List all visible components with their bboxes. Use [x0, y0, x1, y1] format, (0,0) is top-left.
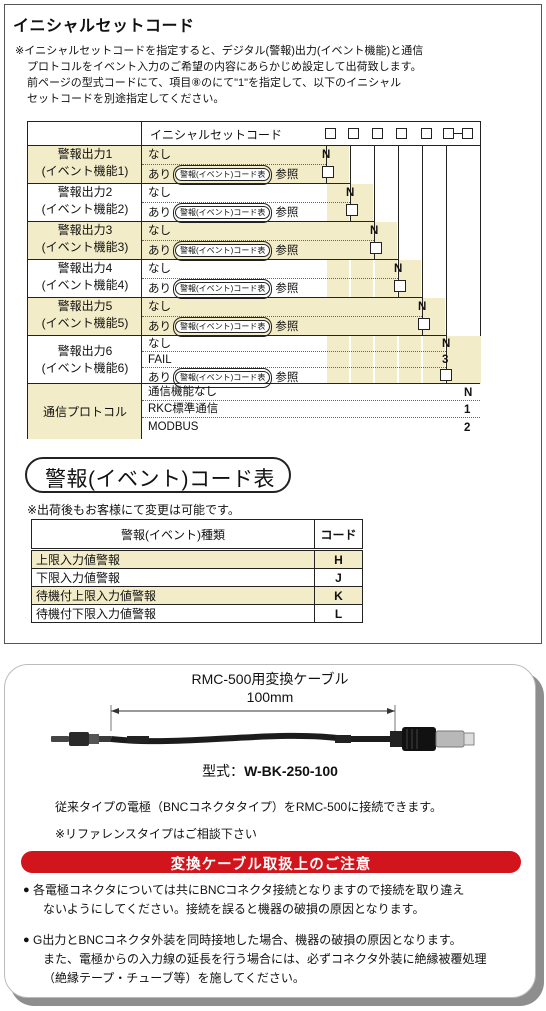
alarm-code-heading: 警報(イベント)コード表: [25, 457, 291, 493]
table-row: 上限入力値警報 H: [31, 548, 363, 569]
code-digit-box: [372, 128, 383, 139]
option-exists: あり警報(イベント)コード表参照: [148, 279, 298, 299]
code-input-box: [370, 242, 382, 254]
row-label-alarm2: 警報出力2(イベント機能2): [41, 185, 129, 216]
row-label-alarm6: 警報出力6(イベント機能6): [41, 344, 129, 375]
alarm-note: ※出荷後もお客様にて変更は可能です。: [27, 503, 240, 517]
code-digit-box: [396, 128, 407, 139]
option-exists: あり警報(イベント)コード表参照: [148, 368, 298, 388]
note-line: ※イニシャルセットコードを指定すると、デジタル(警報)出力(イベント機能)と通信: [15, 45, 424, 57]
option-none: なし: [148, 187, 171, 199]
option-exists: あり警報(イベント)コード表参照: [148, 165, 298, 185]
code-n: N: [394, 263, 403, 275]
option-none: なし: [148, 338, 171, 350]
alarm-table-ref-pill: 警報(イベント)コード表: [175, 320, 271, 333]
code-digit-box: [443, 128, 454, 139]
protocol-option: RKC標準通信: [148, 403, 219, 415]
option-none: なし: [148, 301, 171, 313]
alarm-table-ref-pill: 警報(イベント)コード表: [175, 282, 271, 295]
code-input-box: [440, 369, 452, 381]
bullet-icon: ●: [23, 884, 30, 896]
intro-note: ※イニシャルセットコードを指定すると、デジタル(警報)出力(イベント機能)と通信…: [15, 43, 485, 107]
cable-title: RMC-500用変換ケーブル: [191, 671, 349, 687]
code-digit-box: [348, 128, 359, 139]
row-label-alarm4: 警報出力4(イベント機能4): [41, 261, 129, 292]
model-line: 型式：W-BK-250-100: [5, 761, 535, 781]
alarm-table-ref-pill: 警報(イベント)コード表: [175, 244, 271, 257]
code-n: N: [322, 149, 331, 161]
table-row: 待機付上限入力値警報 K: [31, 586, 363, 605]
alarm-table-ref-pill: 警報(イベント)コード表: [175, 371, 271, 384]
alarm-table-header: 警報(イベント)種類 コード: [31, 519, 363, 550]
code-digit-box: [421, 128, 432, 139]
code-n: N: [418, 301, 427, 313]
code-input-box: [418, 318, 430, 330]
row-label-protocol: 通信プロトコル: [42, 405, 127, 419]
row-label-alarm1: 警報出力1(イベント機能1): [41, 147, 129, 178]
code-column-band: [327, 146, 349, 439]
code-n: N: [442, 338, 451, 350]
document-frame: イニシャルセットコード ※イニシャルセットコードを指定すると、デジタル(警報)出…: [4, 4, 542, 644]
model-label: 型式：: [202, 763, 245, 779]
protocol-code: 2: [464, 422, 471, 434]
row-label-alarm3: 警報出力3(イベント機能3): [41, 223, 129, 254]
cable-length: 100mm: [246, 689, 294, 705]
protocol-option: MODBUS: [148, 421, 199, 433]
page-title: イニシャルセットコード: [13, 18, 195, 35]
protocol-option: 通信機能なし: [148, 386, 217, 398]
note-line: セットコードを別途指定してください。: [27, 93, 225, 105]
compatibility-text: 従来タイプの電極（BNCコネクタタイプ）をRMC-500に接続できます。: [55, 800, 443, 814]
option-none: なし: [148, 263, 171, 275]
code-input-box: [346, 204, 358, 216]
caution-item: ● G出力とBNCコネクタ外装を同時接地した場合、機器の破損の原因となります。 …: [23, 933, 487, 985]
option-exists: あり警報(イベント)コード表参照: [148, 203, 298, 223]
protocol-code: 1: [464, 404, 471, 416]
table-row: 待機付下限入力値警報 L: [31, 604, 363, 623]
alarm-table-ref-pill: 警報(イベント)コード表: [175, 168, 271, 181]
conversion-cable-image: [51, 705, 475, 751]
initial-set-code-table: イニシャルセットコード: [27, 121, 481, 439]
alarm-code-table: 警報(イベント)種類 コード 上限入力値警報 H 下限入力値警報 J 待機付上限…: [31, 519, 363, 623]
code-n: N: [346, 187, 355, 199]
caution-title-bar: 変換ケーブル取扱上のご注意: [21, 851, 521, 873]
col-code: コード: [314, 519, 363, 550]
option-none: なし: [148, 225, 171, 237]
reference-note: ※リファレンスタイプはご相談下さい: [55, 827, 257, 841]
note-line: 前ページの型式コードにて、項目⑧のにて"1"を指定して、以下のイニシャル: [27, 77, 402, 89]
option-none: なし: [148, 149, 171, 161]
col-alarm-type: 警報(イベント)種類: [31, 519, 315, 550]
code-digit-box: [325, 128, 336, 139]
bullet-icon: ●: [23, 934, 30, 946]
protocol-code: N: [464, 387, 473, 399]
alarm-table-ref-pill: 警報(イベント)コード表: [175, 206, 271, 219]
code-header-label: イニシャルセットコード: [150, 128, 283, 142]
code-digit-box: [462, 128, 473, 139]
table-row: 下限入力値警報 J: [31, 568, 363, 587]
option-exists: あり警報(イベント)コード表参照: [148, 317, 298, 337]
option-fail: FAIL: [148, 354, 172, 366]
code-input-box: [322, 166, 334, 178]
model-value: W-BK-250-100: [244, 763, 338, 779]
note-line: プロトコルをイベント入力のご希望の内容にあらかじめ設定して出荷致します。: [27, 61, 422, 73]
code-n: N: [370, 225, 379, 237]
option-exists: あり警報(イベント)コード表参照: [148, 241, 298, 261]
caution-item: ● 各電極コネクタについては共にBNCコネクタ接続となりますので接続を取り違え …: [23, 883, 465, 916]
cable-panel: RMC-500用変換ケーブル 100mm 型式：W-BK-250-100 従来タ…: [4, 664, 536, 998]
code-3: 3: [442, 354, 449, 366]
row-label-alarm5: 警報出力5(イベント機能5): [41, 299, 129, 330]
code-input-box: [394, 280, 406, 292]
